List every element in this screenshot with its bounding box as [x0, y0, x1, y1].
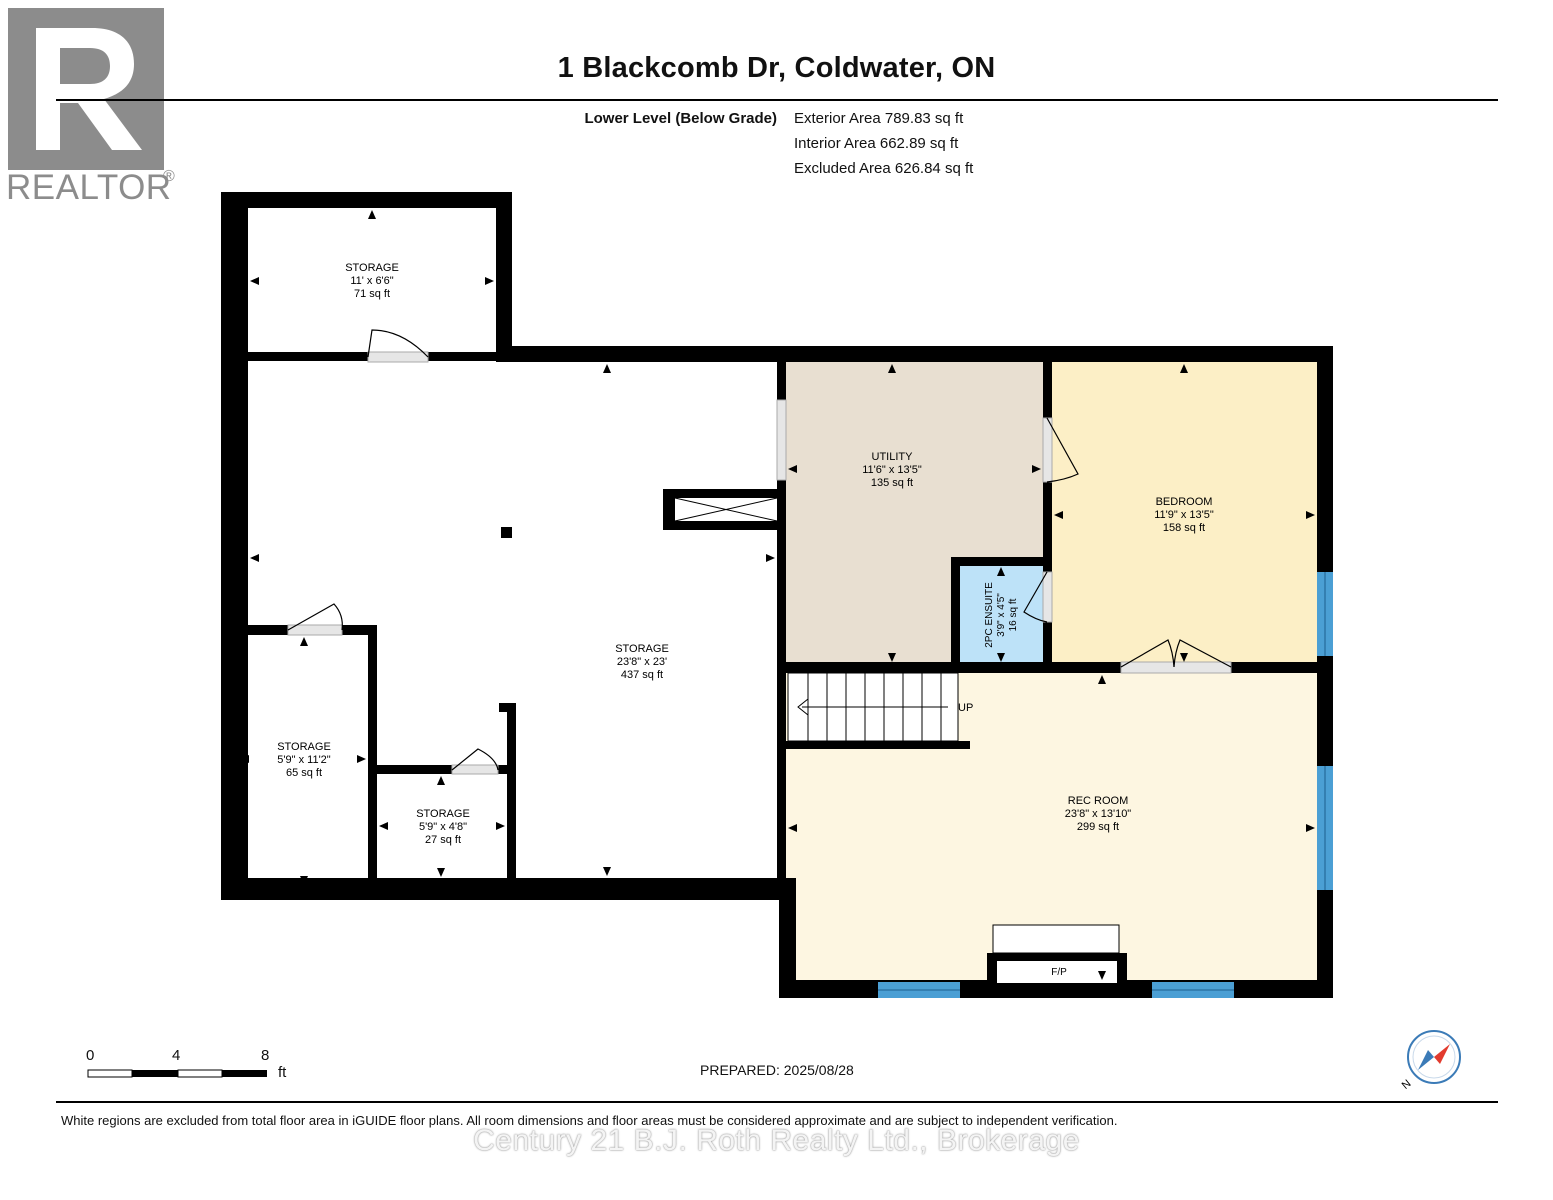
footer-divider	[56, 1101, 1498, 1103]
disclaimer-text: White regions are excluded from total fl…	[61, 1113, 1118, 1128]
support-post	[501, 527, 512, 538]
rec-room-dims: 23'8" x 13'10"	[1065, 808, 1132, 820]
prepared-date: PREPARED: 2025/08/28	[700, 1062, 854, 1078]
scale-tick-0: 0	[86, 1047, 95, 1064]
storage-top-name: STORAGE	[345, 262, 399, 274]
scale-tick-8: 8	[261, 1047, 270, 1064]
storage-top-dims: 11' x 6'6"	[350, 275, 393, 287]
rec-room-name: REC ROOM	[1068, 795, 1129, 807]
storage-main-dims: 23'8" x 23'	[617, 656, 667, 668]
storage-small-area: 27 sq ft	[425, 834, 461, 846]
storage-small-dims: 5'9" x 4'8"	[419, 821, 467, 833]
utility-area: 135 sq ft	[871, 477, 913, 489]
storage-small-name: STORAGE	[416, 808, 470, 820]
dimension-arrows	[240, 210, 1315, 980]
storage-left-area: 65 sq ft	[286, 767, 322, 779]
brokerage-watermark: Century 21 B.J. Roth Realty Ltd., Broker…	[473, 1124, 1080, 1157]
scale-unit: ft	[278, 1064, 287, 1081]
storage-main-area: 437 sq ft	[621, 669, 663, 681]
rec-room-area: 299 sq ft	[1077, 821, 1119, 833]
bedroom-dims: 11'9" x 13'5"	[1154, 509, 1214, 521]
utility-name: UTILITY	[872, 451, 914, 463]
storage-left-dims: 5'9" x 11'2"	[277, 754, 330, 766]
realtor-registered-mark: ®	[163, 168, 175, 185]
storage-top-area: 71 sq ft	[354, 288, 390, 300]
ensuite-area: 16 sq ft	[1008, 598, 1019, 631]
scale-tick-4: 4	[172, 1047, 181, 1064]
bedroom-fill	[1052, 362, 1317, 664]
compass-north-label: N	[1400, 1078, 1414, 1092]
realtor-logo	[8, 8, 164, 170]
ensuite-name: 2PC ENSUITE	[984, 582, 995, 648]
fireplace-label: F/P	[1051, 967, 1067, 978]
doors	[287, 329, 1232, 775]
excluded-area: Excluded Area 626.84 sq ft	[794, 160, 974, 177]
bedroom-name: BEDROOM	[1156, 496, 1213, 508]
fireplace	[987, 924, 1127, 983]
level-label: Lower Level (Below Grade)	[584, 110, 777, 127]
ensuite-dims: 3'9" x 4'5"	[996, 593, 1007, 637]
header-divider	[56, 99, 1498, 101]
utility-dims: 11'6" x 13'5"	[862, 464, 922, 476]
windows	[878, 572, 1333, 998]
bedroom-area: 158 sq ft	[1163, 522, 1205, 534]
interior-area: Interior Area 662.89 sq ft	[794, 135, 959, 152]
stairs	[787, 672, 959, 742]
stairs-up-label: UP	[958, 702, 973, 714]
property-address-title: 1 Blackcomb Dr, Coldwater, ON	[557, 52, 996, 84]
realtor-wordmark: REALTOR	[6, 168, 172, 207]
compass-icon	[1407, 1030, 1461, 1084]
realtor-r-icon	[36, 28, 142, 150]
storage-main-name: STORAGE	[615, 643, 669, 655]
exterior-area: Exterior Area 789.83 sq ft	[794, 110, 964, 127]
storage-left-name: STORAGE	[277, 741, 331, 753]
scale-bar	[87, 1069, 267, 1078]
